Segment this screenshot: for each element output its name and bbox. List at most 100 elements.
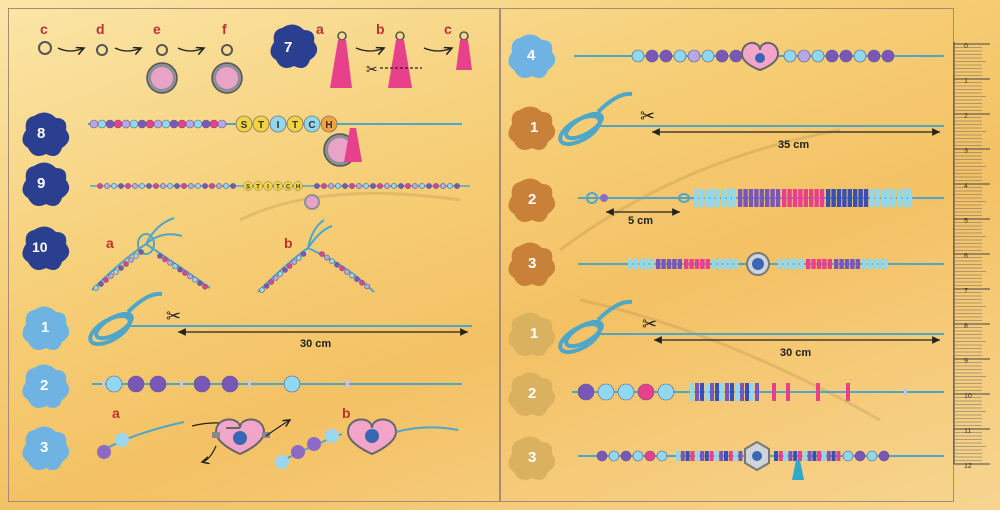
length-label: 30 cm xyxy=(780,347,811,359)
bead xyxy=(268,279,275,285)
tube-bead xyxy=(726,189,731,207)
bead xyxy=(129,119,139,129)
scissors-icon: ✂ xyxy=(166,306,181,326)
right-step-1: 1 ✂ 35 cm xyxy=(508,91,944,151)
bead xyxy=(384,183,390,189)
letter-bead-text: S xyxy=(246,185,250,191)
bead xyxy=(354,276,360,283)
ruler-label: 6 xyxy=(964,253,968,260)
tube-bead xyxy=(826,451,831,461)
bead xyxy=(811,49,825,63)
ring-label-e: e xyxy=(153,21,161,37)
tube-bead xyxy=(754,189,759,207)
bead xyxy=(334,261,340,268)
tube-bead xyxy=(710,383,714,401)
bead xyxy=(842,450,854,462)
tube-bead xyxy=(695,383,699,401)
step-number: 1 xyxy=(530,325,538,342)
tube-bead xyxy=(788,259,794,269)
tube-bead xyxy=(755,383,759,401)
bead xyxy=(867,49,881,63)
tassel-sequence: a b ✂ c xyxy=(316,21,472,88)
ruler-label: 4 xyxy=(964,183,968,190)
tube-bead xyxy=(694,259,700,269)
tube-bead xyxy=(891,189,896,207)
bead xyxy=(137,119,147,129)
tube-bead xyxy=(822,451,826,461)
tube-bead xyxy=(846,383,850,401)
ruler-label: 11 xyxy=(964,428,971,435)
tube-bead xyxy=(836,451,841,461)
tassel-icon xyxy=(344,128,362,162)
tube-bead xyxy=(735,383,739,401)
bead xyxy=(608,450,620,462)
tube-bead xyxy=(672,259,677,269)
bead xyxy=(349,272,355,279)
tube-bead xyxy=(822,259,827,269)
ruler-label: 9 xyxy=(964,358,968,365)
tube-bead xyxy=(902,189,907,207)
tube-bead xyxy=(904,388,907,396)
bead xyxy=(103,277,109,283)
tube-bead xyxy=(180,380,183,388)
bead xyxy=(314,183,320,189)
bead xyxy=(263,283,270,289)
tube-bead xyxy=(842,189,847,207)
step-number: 1 xyxy=(530,119,538,136)
bead xyxy=(149,375,167,393)
bead xyxy=(659,49,673,63)
letter-bead-text: T xyxy=(276,185,280,191)
tube-bead xyxy=(811,259,816,269)
tube-bead xyxy=(733,259,738,269)
tube-bead xyxy=(814,189,819,207)
bead xyxy=(132,183,138,189)
bead xyxy=(363,183,369,189)
letter-bead-text: S xyxy=(241,120,248,131)
bead xyxy=(111,183,117,189)
bead xyxy=(596,450,608,462)
tube-bead xyxy=(817,451,822,461)
sub-label-b: b xyxy=(284,235,293,251)
bead xyxy=(687,49,701,63)
bead xyxy=(631,49,645,63)
bead xyxy=(172,263,178,270)
step-number: 2 xyxy=(40,377,48,394)
tube-bead xyxy=(748,189,754,207)
tube-bead xyxy=(733,451,738,461)
bead xyxy=(93,285,99,291)
bead xyxy=(174,183,180,189)
bead xyxy=(426,183,432,189)
scissors-icon: ✂ xyxy=(642,314,657,334)
tube-bead xyxy=(684,259,689,269)
bead xyxy=(139,183,145,189)
length-label: 5 cm xyxy=(628,215,653,227)
bead xyxy=(185,119,195,129)
bead xyxy=(133,253,139,259)
letter-bead-text: T xyxy=(256,185,260,191)
tube-bead xyxy=(700,383,704,401)
tube-bead xyxy=(798,451,802,461)
tube-bead xyxy=(827,259,832,269)
bead xyxy=(881,49,895,63)
bead xyxy=(202,183,208,189)
tube-bead xyxy=(883,259,888,269)
step-number: 2 xyxy=(528,191,536,208)
tube-bead xyxy=(743,189,748,207)
tube-bead xyxy=(705,259,710,269)
left-panel xyxy=(8,8,500,502)
tube-bead xyxy=(816,259,822,269)
tube-bead xyxy=(677,259,682,269)
tube-bead xyxy=(724,451,728,461)
cord-coil-icon xyxy=(558,299,633,354)
right-step-3: 3 xyxy=(508,242,944,286)
bead xyxy=(645,49,659,63)
tube-bead xyxy=(690,383,694,401)
tube-bead xyxy=(680,451,685,461)
ruler-label: 12 xyxy=(964,463,972,470)
bead xyxy=(118,265,124,271)
tube-bead xyxy=(778,451,783,461)
bead xyxy=(98,281,104,287)
tube-bead xyxy=(700,259,705,269)
